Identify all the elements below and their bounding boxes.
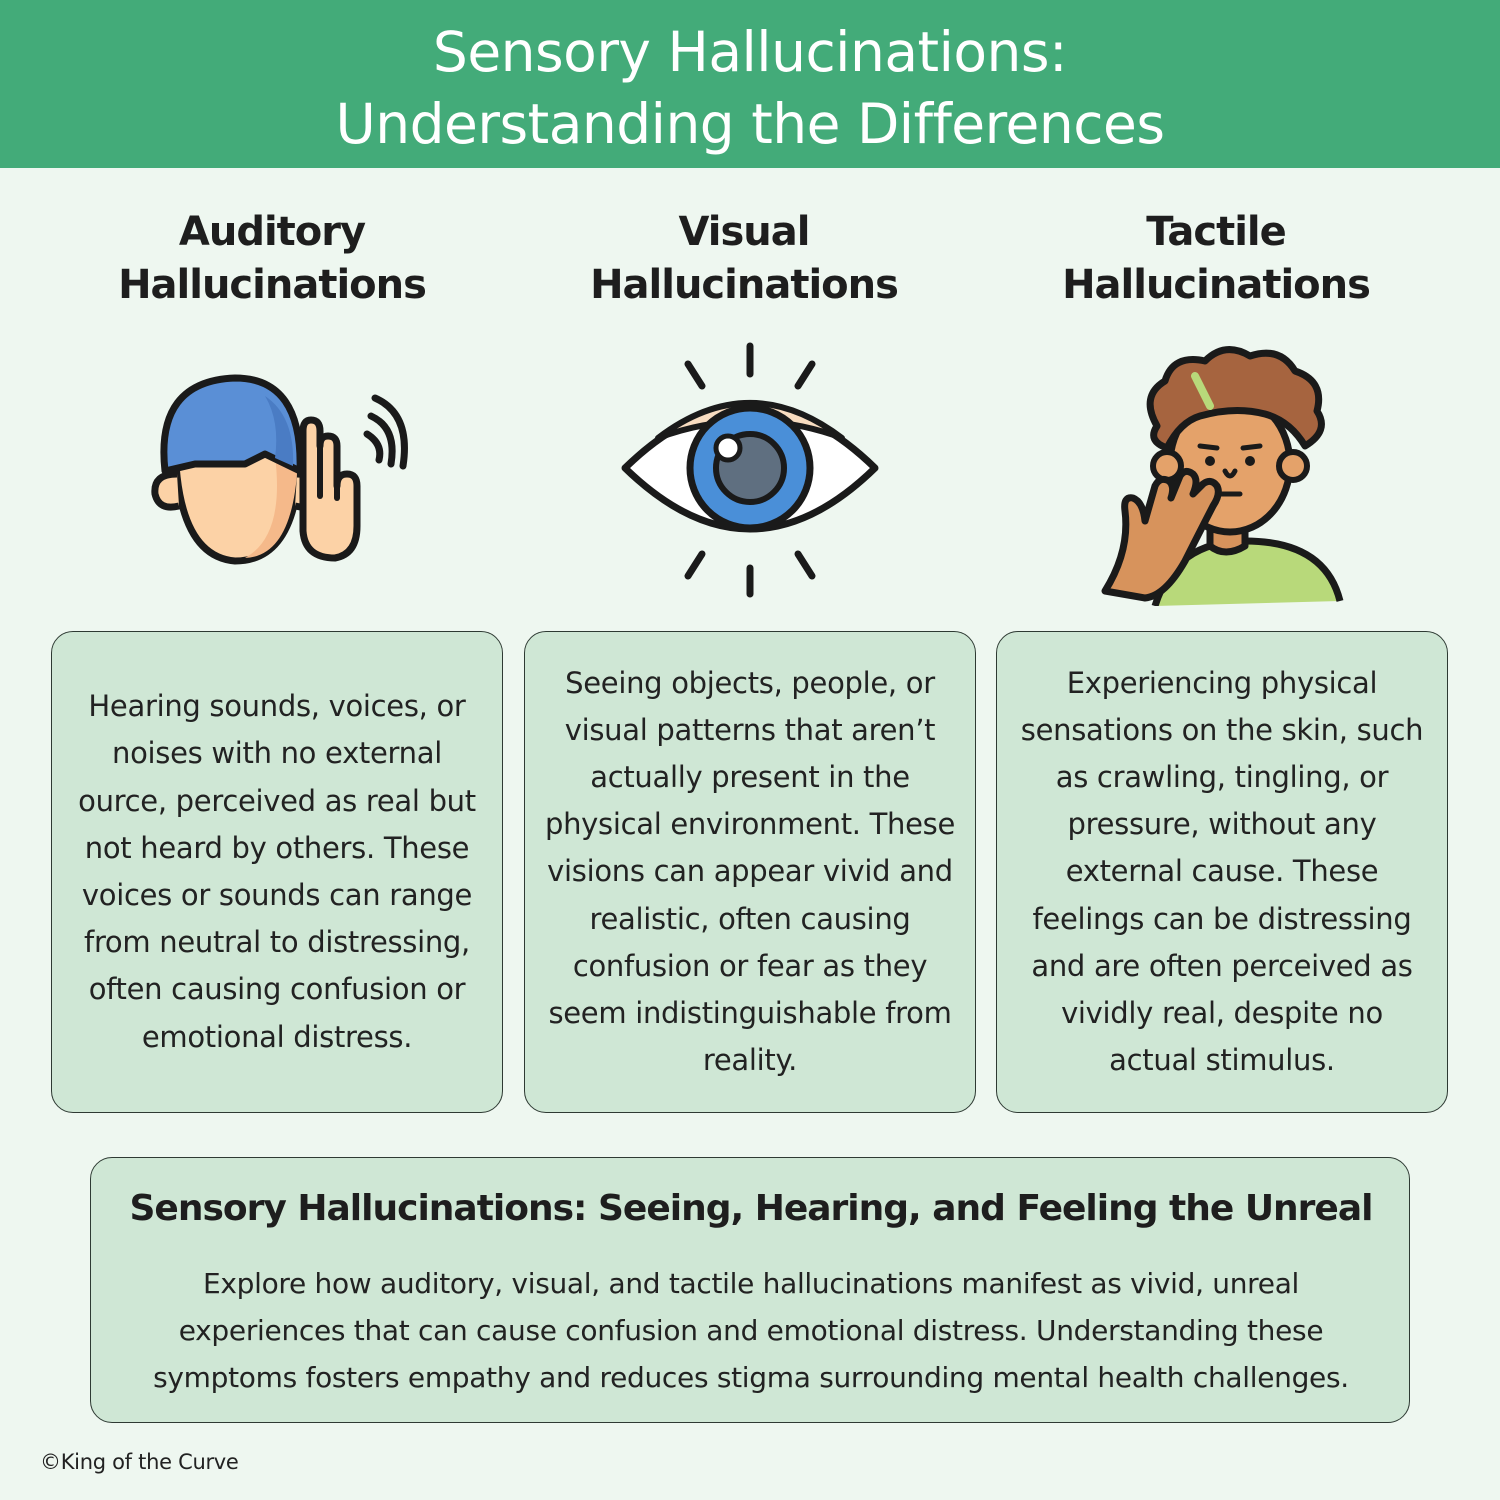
- summary-body: Explore how auditory, visual, and tactil…: [111, 1260, 1391, 1402]
- copyright-notice: ©King of the Curve: [40, 1450, 239, 1474]
- page-title-line-1: Sensory Hallucinations:: [432, 20, 1068, 84]
- summary-body-line-3: symptoms fosters empathy and reduces sti…: [153, 1361, 1349, 1395]
- tactile-description: Experiencing physical sensations on the …: [1020, 665, 1424, 1078]
- auditory-description-card: Hearing sounds, voices, or noises with n…: [51, 631, 503, 1113]
- visual-title: Visual Hallucinations: [524, 206, 964, 312]
- tactile-title-line-1: Tactile: [1146, 209, 1287, 255]
- person-touching-face-icon: [1085, 336, 1365, 606]
- header-banner: Sensory Hallucinations: Understanding th…: [0, 0, 1500, 168]
- summary-box: Sensory Hallucinations: Seeing, Hearing,…: [90, 1157, 1410, 1423]
- summary-body-line-1: Explore how auditory, visual, and tactil…: [202, 1267, 1300, 1300]
- summary-title: Sensory Hallucinations: Seeing, Hearing,…: [129, 1188, 1374, 1229]
- page-title-line-2: Understanding the Differences: [335, 92, 1165, 156]
- summary-body-line-2: experiences that can cause confusion and…: [178, 1314, 1324, 1348]
- auditory-title-line-2: Hallucinations: [118, 262, 427, 308]
- visual-title-line-2: Hallucinations: [590, 262, 899, 308]
- tactile-title-line-2: Hallucinations: [1062, 262, 1371, 308]
- eye-icon: [610, 336, 890, 606]
- visual-description-card: Seeing objects, people, or visual patter…: [524, 631, 976, 1113]
- auditory-title-line-1: Auditory: [178, 209, 366, 255]
- ear-listening-icon: [135, 336, 415, 606]
- visual-description: Seeing objects, people, or visual patter…: [544, 665, 956, 1078]
- tactile-title: Tactile Hallucinations: [996, 206, 1436, 312]
- auditory-description: Hearing sounds, voices, or noises with n…: [78, 689, 476, 1054]
- visual-title-line-1: Visual: [678, 209, 811, 255]
- auditory-title: Auditory Hallucinations: [52, 206, 492, 312]
- tactile-description-card: Experiencing physical sensations on the …: [996, 631, 1448, 1113]
